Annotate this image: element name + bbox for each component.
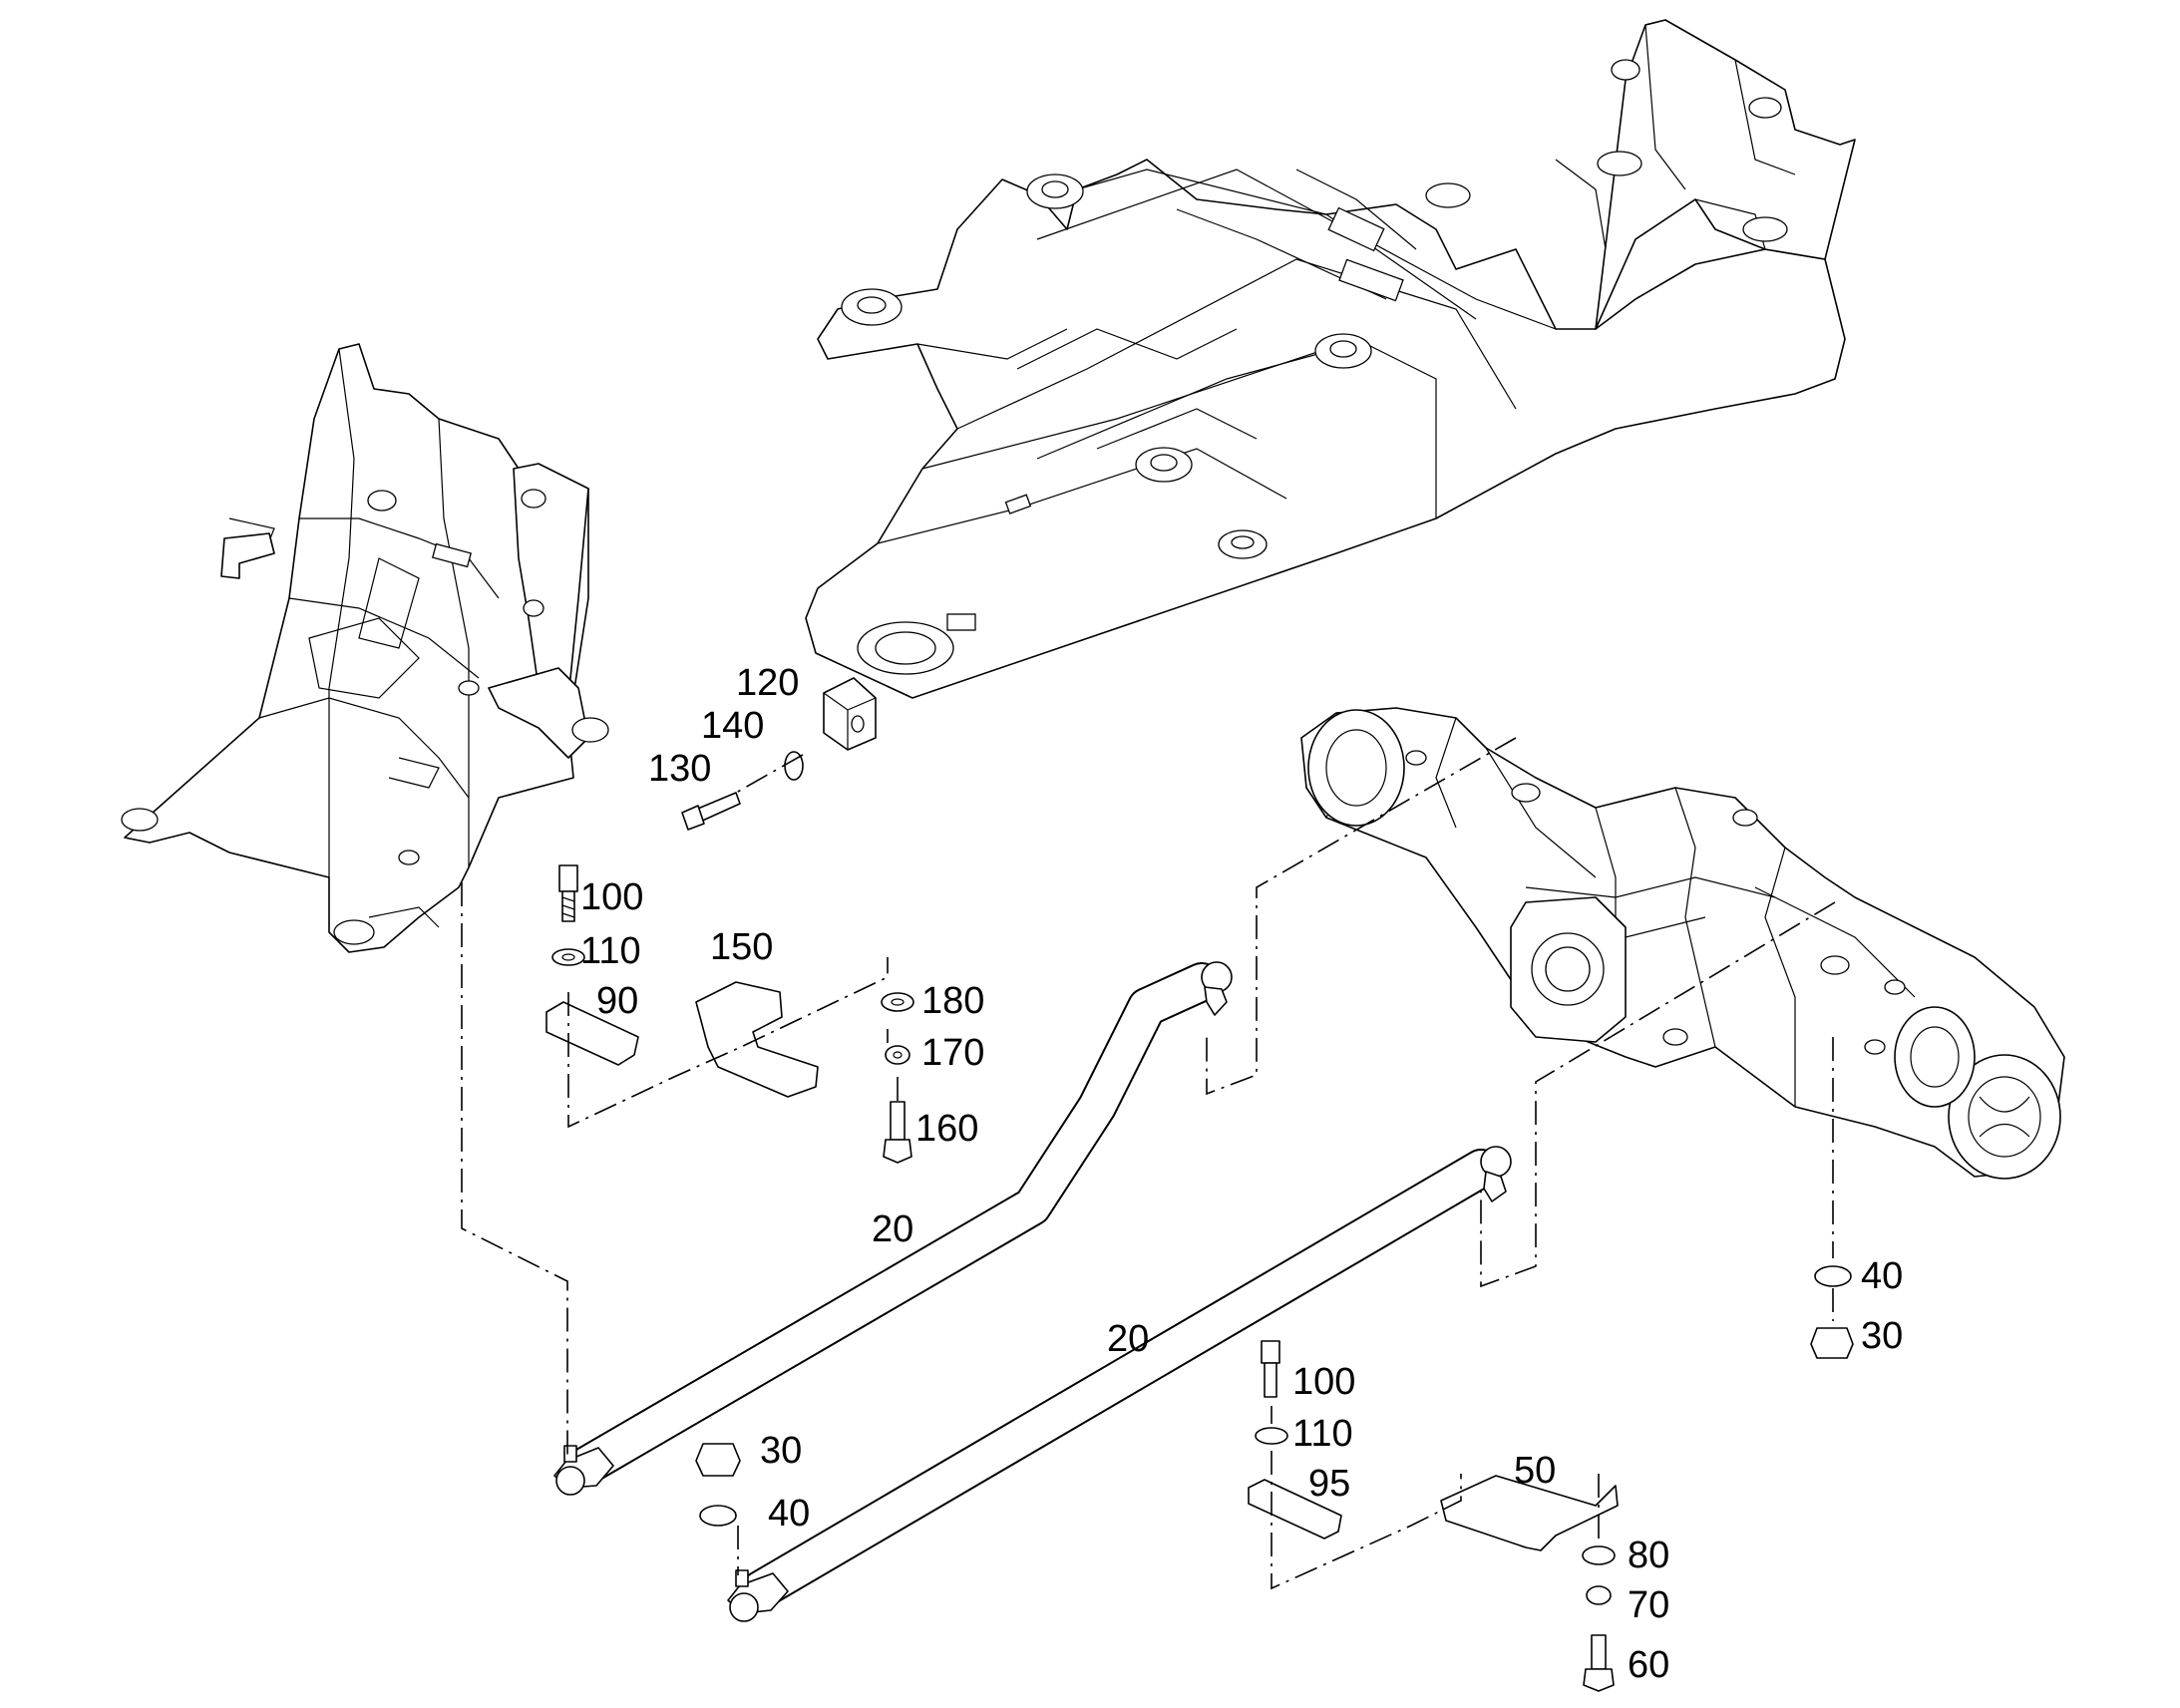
washer-180: [881, 992, 914, 1012]
callout-labels: 120 140 130 100 110 90 150 180 170 160 2…: [580, 662, 1903, 1686]
assembly-lines: [461, 737, 1836, 1590]
bolt-100-upper: [558, 864, 578, 922]
bolt-60: [1583, 1634, 1615, 1692]
bracket-50: [1440, 1475, 1619, 1551]
nut-30-right: [1810, 1327, 1854, 1359]
callout-90: 90: [596, 980, 638, 1022]
washer-170: [885, 1045, 910, 1065]
callout-100-lower: 100: [1292, 1361, 1355, 1403]
washer-40-lower: [699, 1505, 737, 1527]
rear-frame: [805, 19, 1856, 699]
washer-80: [1582, 1545, 1616, 1565]
link-rod-lower: [727, 1146, 1512, 1622]
bracket-150: [695, 981, 819, 1098]
front-frame: [121, 343, 609, 953]
callout-140: 140: [701, 705, 764, 747]
pad-120: [823, 677, 877, 751]
callout-150: 150: [710, 926, 773, 968]
bolt-160: [883, 1101, 912, 1164]
callout-20-upper: 20: [872, 1208, 913, 1250]
callout-160: 160: [915, 1108, 978, 1150]
callout-180: 180: [921, 980, 984, 1022]
callout-30-lower: 30: [760, 1430, 802, 1472]
bolt-100-lower: [1261, 1340, 1280, 1398]
callout-30-right: 30: [1861, 1315, 1903, 1357]
link-rod-upper: [553, 961, 1233, 1496]
plate-90: [545, 1001, 639, 1066]
callout-95: 95: [1308, 1463, 1350, 1505]
callout-80: 80: [1628, 1535, 1669, 1576]
callout-40-right: 40: [1861, 1255, 1903, 1297]
callout-40-lower: 40: [768, 1493, 810, 1535]
axle: [1300, 707, 2065, 1180]
callout-170: 170: [921, 1032, 984, 1074]
washer-110-lower: [1255, 1427, 1288, 1445]
callout-110-lower: 110: [1292, 1413, 1353, 1455]
callout-20-lower: 20: [1107, 1318, 1149, 1360]
washer-70: [1586, 1585, 1612, 1605]
callout-70: 70: [1628, 1584, 1669, 1626]
callout-130: 130: [648, 748, 711, 790]
callout-110-upper: 110: [580, 930, 641, 972]
callout-50: 50: [1514, 1450, 1556, 1492]
bolt-130: [681, 792, 741, 831]
washer-110-upper: [551, 948, 585, 966]
callout-60: 60: [1628, 1644, 1669, 1686]
nut-30-lower: [695, 1443, 741, 1477]
callout-100-upper: 100: [580, 876, 643, 918]
callout-120: 120: [736, 662, 799, 704]
washer-40-right: [1814, 1265, 1852, 1287]
